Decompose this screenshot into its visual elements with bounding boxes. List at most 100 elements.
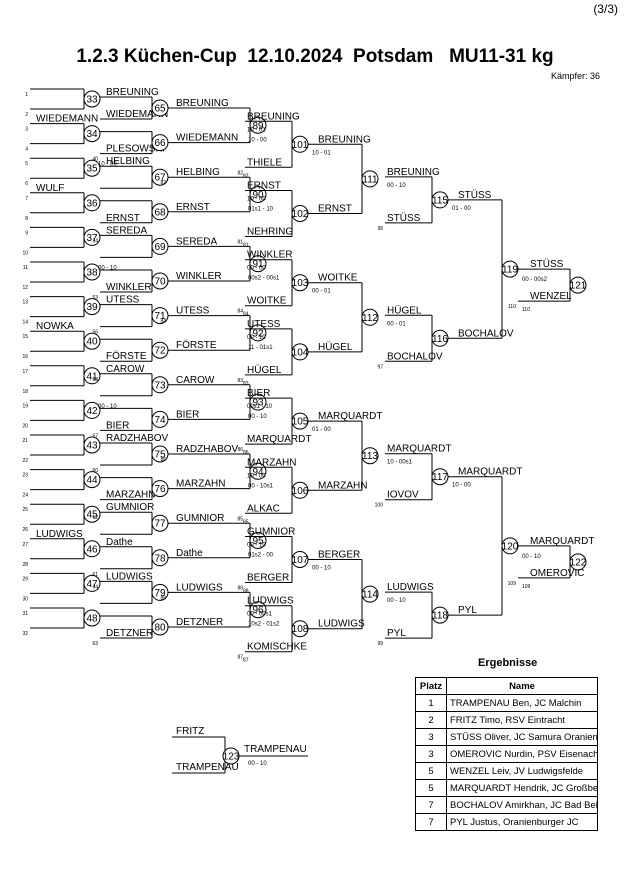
match-number: 65 [154,104,166,115]
match-score: 10 - 00 [247,473,266,479]
match-number: 94 [252,467,264,478]
fighter-name: MARQUARDT [387,444,451,455]
seed-tag: 53 [92,295,98,301]
match-circle [83,540,101,558]
match-number: 92 [252,328,264,339]
fighter-name: PYL [387,628,406,639]
match-score: 00 - 01 [312,289,331,295]
seed-tag: 14 [22,320,28,326]
fighter-name: LUDWIGS [36,529,83,540]
seed-tag: 110 [522,307,530,313]
results-header-row: Platz Name [415,677,598,695]
seed-tag: 17 [22,369,28,375]
seed-tag: 110 [508,304,516,310]
result-place: 7 [415,813,447,831]
match-number: 121 [570,281,587,292]
match-circle [83,159,101,177]
match-circle [83,505,101,523]
fighter-name: HÜGEL [387,304,422,316]
seed-tag: 84 [237,309,243,315]
match-circle [569,276,587,294]
match-circle [83,436,101,454]
fighter-name: MARZAHN [106,490,155,501]
seed-tag: 63 [92,641,98,647]
match-number: 33 [86,95,98,106]
match-score: 00 - 10s1 [248,483,274,489]
match-number: 113 [362,451,378,462]
fighter-name: BIER [247,388,270,399]
seed-tag: 1 [25,92,28,98]
fighter-name: WENZEL [530,291,572,302]
match-score: 00 - 10 [98,265,117,271]
match-number: 108 [292,624,309,635]
match-score: 10 - 00 [247,197,266,203]
fighter-count: Kämpfer: 36 [550,71,600,81]
match-number: 104 [292,347,309,358]
match-number: 120 [502,541,519,552]
seed-tag: 57 [92,433,98,439]
match-score: 00 - 10 [98,404,117,410]
seed-tag: 83 [243,381,249,387]
match-circle [83,90,101,108]
fighter-name: MARZAHN [247,457,296,468]
match-number: 48 [86,614,98,625]
seed-tag: 13 [22,300,28,306]
match-number: 95 [252,536,264,547]
fighter-name: Dathe [176,548,203,559]
fighter-name: TRAMPENAU [176,762,239,773]
fighter-name: WIEDEMANN [106,109,168,120]
match-number: 90 [252,190,264,201]
result-place: 3 [415,745,447,763]
match-number: 106 [292,486,309,497]
match-score: 10 - 00 [248,137,267,143]
seed-tag: 86 [237,447,243,453]
results-title: Ergebnisse [478,657,538,669]
fighter-name: SEREDA [106,225,147,236]
match-number: 39 [86,302,98,313]
fighter-name: STÜSS [530,258,564,270]
match-number: 38 [86,268,98,279]
fighter-name: HELBING [176,167,220,178]
match-number: 89 [252,121,264,132]
match-circle [83,194,101,212]
fighter-name: UTESS [247,319,281,330]
seed-tag: 3 [25,127,28,133]
winner-name: TRAMPENAU [244,744,307,755]
fighter-name: CAROW [176,375,215,386]
seed-tag: 2 [25,112,28,118]
fighter-name: GUMNIOR [247,527,295,538]
fighter-name: LUDWIGS [387,582,434,593]
seed-tag: 97 [377,364,383,370]
fighter-name: WINKLER [106,282,152,293]
match-number: 34 [86,129,98,140]
fighter-name: BREUNING [176,98,229,109]
seed-tag: 22 [22,458,28,464]
seed-tag: 23 [22,473,28,479]
seed-tag: 109 [508,581,517,587]
result-name: OMEROVIC Nurdin, PSV Eisenach [446,745,598,763]
place-header: Platz [415,677,447,695]
match-number: 107 [292,555,309,566]
match-circle [83,228,101,246]
seed-tag: 100 [375,503,384,509]
seed-tag: 31 [22,611,28,617]
fighter-name: ERNST [176,202,210,213]
fighter-name: DETZNER [176,617,223,628]
result-place: 2 [415,711,447,729]
match-circle [83,401,101,419]
match-number: 43 [86,441,98,452]
match-circle [83,471,101,489]
match-number: 74 [154,415,166,426]
fighter-name: NEHRING [247,227,293,238]
fighter-name: BOCHALOV [387,351,443,362]
fighter-name: ERNST [318,204,352,215]
match-number: 103 [292,278,309,289]
seed-tag: 98 [377,226,383,232]
fighter-name: MARQUARDT [458,467,522,478]
result-place: 7 [415,796,447,814]
seed-tag: 54 [92,238,98,244]
